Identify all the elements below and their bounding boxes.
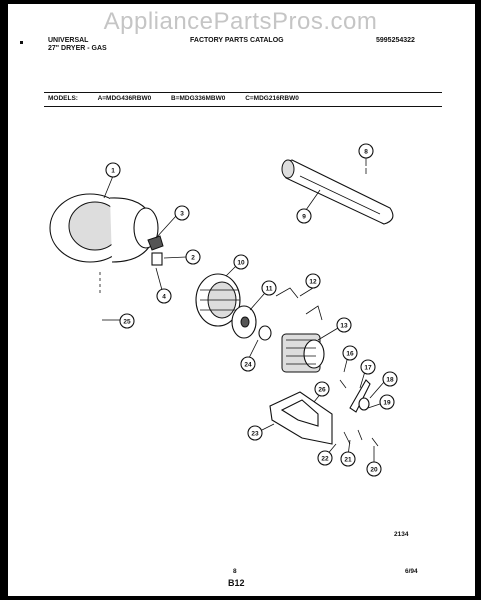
svg-text:1: 1	[111, 168, 115, 175]
brand-label: UNIVERSAL	[48, 37, 89, 44]
svg-text:23: 23	[251, 431, 259, 438]
spring-part	[339, 379, 347, 389]
svg-text:12: 12	[309, 279, 317, 286]
callout-13: 13	[336, 317, 352, 333]
blower-housing-part	[49, 193, 159, 296]
watermark: AppliancePartsPros.com	[103, 8, 378, 35]
svg-text:4: 4	[162, 294, 166, 301]
clip-part	[151, 252, 163, 266]
callout-9: 9	[296, 208, 312, 224]
models-row: MODELS: A=MDG436RBW0 B=MDG336MBW0 C=MDG2…	[48, 95, 317, 102]
callout-26: 26	[314, 381, 330, 397]
callout-12: 12	[305, 273, 321, 289]
callout-17: 17	[360, 359, 376, 375]
exhaust-duct-part	[281, 159, 394, 225]
callout-24: 24	[240, 356, 256, 372]
svg-text:11: 11	[266, 286, 273, 293]
callout-23: 23	[247, 425, 263, 441]
section-code: B12	[228, 578, 245, 588]
frame-top	[0, 0, 481, 4]
callout-1: 1	[105, 162, 121, 178]
callout-4: 4	[156, 288, 172, 304]
frame-left	[0, 0, 8, 600]
revision-date: 6/94	[405, 568, 418, 575]
motor-part	[281, 333, 325, 373]
callout-22: 22	[317, 450, 333, 466]
frame-right	[475, 0, 481, 600]
svg-text:19: 19	[383, 400, 391, 407]
svg-text:2: 2	[191, 255, 195, 262]
svg-text:21: 21	[344, 457, 352, 464]
frame-bottom	[0, 596, 481, 600]
svg-text:26: 26	[318, 387, 326, 394]
svg-text:8: 8	[364, 149, 368, 156]
models-label: MODELS:	[48, 95, 78, 102]
blower-wheel-part	[195, 273, 241, 327]
fastener-part	[343, 429, 379, 447]
catalog-title: FACTORY PARTS CATALOG	[190, 37, 284, 44]
page-number: 8	[233, 568, 237, 575]
callout-20: 20	[366, 461, 382, 477]
models-rule-bottom	[44, 106, 442, 107]
callout-18: 18	[382, 371, 398, 387]
model-a: A=MDG436RBW0	[97, 95, 152, 102]
callout-25: 25	[119, 313, 135, 329]
motor-clip-part	[275, 287, 323, 321]
svg-text:18: 18	[386, 377, 394, 384]
svg-text:13: 13	[340, 323, 348, 330]
callout-8: 8	[358, 143, 374, 159]
callout-16: 16	[342, 345, 358, 361]
callout-10: 10	[233, 254, 249, 270]
svg-text:16: 16	[346, 351, 354, 358]
svg-text:25: 25	[123, 319, 131, 326]
drawing-code: 2134	[394, 531, 409, 538]
callout-19: 19	[379, 394, 395, 410]
callout-11: 11	[261, 280, 277, 296]
svg-text:9: 9	[302, 214, 306, 221]
catalog-part-number: 5995254322	[376, 37, 415, 44]
model-b: B=MDG336MBW0	[171, 95, 226, 102]
callout-21: 21	[340, 451, 356, 467]
motor-mount-inner	[280, 399, 319, 427]
idler-pulley-part	[358, 397, 370, 411]
model-c: C=MDG216RBW0	[245, 95, 299, 102]
svg-text:17: 17	[364, 365, 372, 372]
models-rule-top	[44, 92, 442, 93]
idler-arm-part	[349, 379, 371, 413]
callout-3: 3	[174, 205, 190, 221]
bearing-part	[258, 325, 272, 341]
svg-text:10: 10	[237, 260, 245, 267]
callout-bubbles: 1 3 2 4 8 9 10 11 12 13 16 17 18 19 20 2…	[105, 143, 398, 477]
pulley-plate-part	[231, 305, 257, 339]
registration-mark	[20, 41, 23, 44]
svg-text:3: 3	[180, 211, 184, 218]
bracket-part	[147, 235, 164, 251]
svg-text:20: 20	[370, 467, 378, 474]
callout-2: 2	[185, 249, 201, 265]
svg-text:22: 22	[321, 456, 329, 463]
product-label: 27" DRYER - GAS	[48, 45, 107, 52]
svg-text:24: 24	[244, 362, 252, 369]
